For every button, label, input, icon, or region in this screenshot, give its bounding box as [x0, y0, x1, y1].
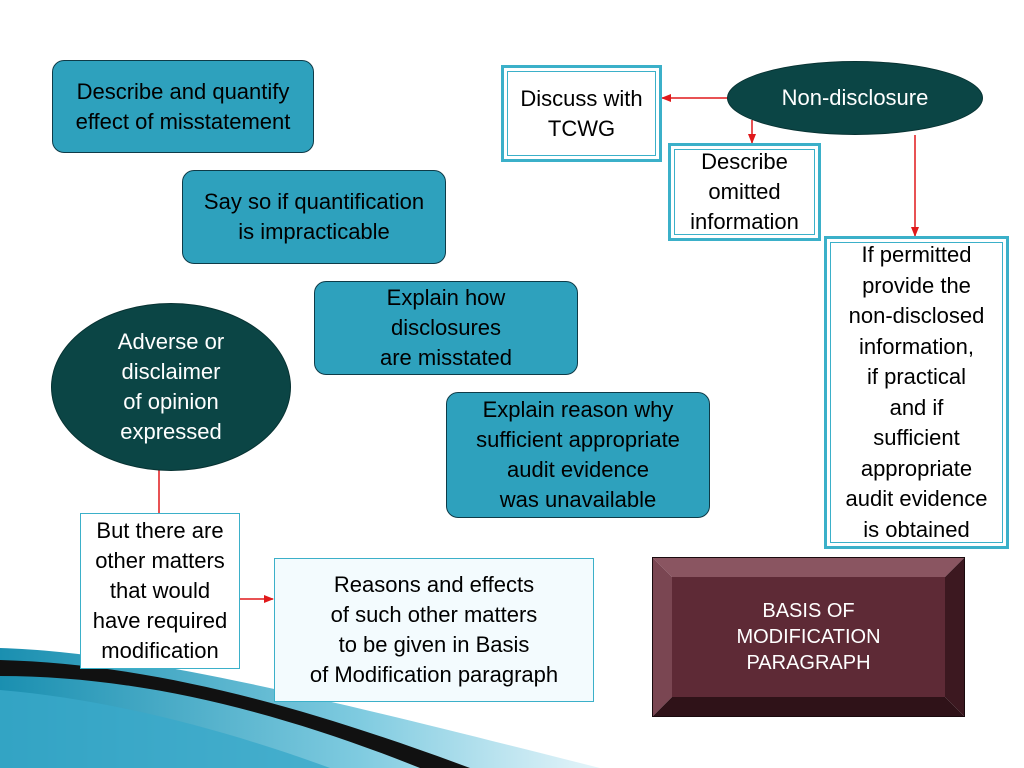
- adverse-opinion-ellipse: Adverse or disclaimer of opinion express…: [51, 303, 291, 471]
- non-disclosure-text: Non-disclosure: [781, 85, 929, 110]
- say-so-text: Say so if quantification is impracticabl…: [203, 189, 425, 244]
- reasons-effects-box: Reasons and effects of such other matter…: [274, 558, 594, 702]
- explain-reason-box: Explain reason why sufficient appropriat…: [446, 392, 710, 518]
- explain-disclosures-box: Explain how disclosures are misstated: [314, 281, 578, 375]
- reasons-effects-text: Reasons and effects of such other matter…: [309, 572, 559, 687]
- say-so-box: Say so if quantification is impracticabl…: [182, 170, 446, 264]
- non-disclosure-ellipse: Non-disclosure: [727, 61, 983, 135]
- explain-reason-text: Explain reason why sufficient appropriat…: [476, 397, 680, 512]
- other-matters-box: But there are other matters that would h…: [80, 513, 240, 669]
- discuss-tcwg-box: Discuss with TCWG: [501, 65, 662, 162]
- adverse-opinion-text: Adverse or disclaimer of opinion express…: [117, 329, 225, 444]
- describe-omitted-text: Describe omitted information: [690, 149, 799, 234]
- if-permitted-text: If permitted provide the non-disclosed i…: [845, 242, 988, 542]
- explain-disclosures-text: Explain how disclosures are misstated: [379, 285, 513, 370]
- describe-omitted-box: Describe omitted information: [668, 143, 821, 241]
- basis-of-modification-title: BASIS OF MODIFICATION PARAGRAPH: [736, 600, 881, 674]
- if-permitted-box: If permitted provide the non-disclosed i…: [824, 236, 1009, 549]
- bevel-frame: [652, 557, 965, 717]
- discuss-tcwg-text: Discuss with TCWG: [520, 85, 643, 141]
- other-matters-text: But there are other matters that would h…: [92, 518, 228, 663]
- describe-quantify-box: Describe and quantify effect of misstate…: [52, 60, 314, 153]
- basis-of-modification-block: BASIS OF MODIFICATION PARAGRAPH: [652, 557, 965, 717]
- describe-quantify-text: Describe and quantify effect of misstate…: [75, 78, 291, 134]
